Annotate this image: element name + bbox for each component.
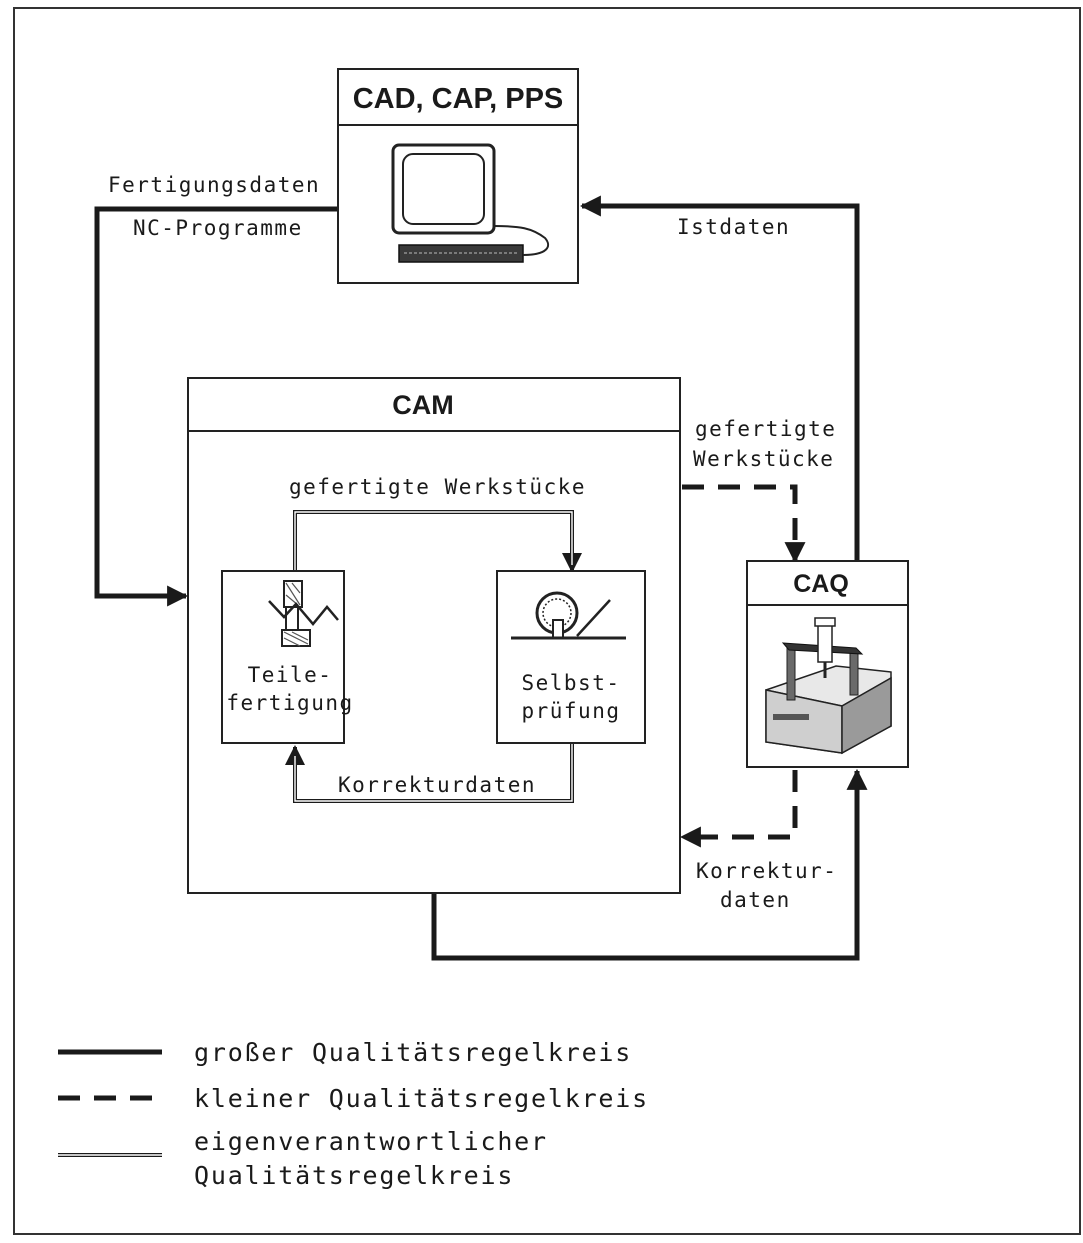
legend-dashed-label: kleiner Qualitätsregelkreis [194,1084,649,1113]
teilefertigung-line1: Teile- [248,663,333,687]
label-istdaten: Istdaten [677,215,790,239]
cam-box-title: CAM [392,390,454,420]
legend-double-label-2: Qualitätsregelkreis [194,1161,514,1190]
arrow-cam-to-caq [431,768,868,961]
cad-cap-pps-box: CAD, CAP, PPS [337,68,579,284]
label-nc-programme: NC-Programme [133,216,303,240]
arrow-caq-to-cam-dashed [679,770,798,848]
legend: großer Qualitätsregelkreis kleiner Quali… [58,1038,649,1190]
selbstpruefung-line1: Selbst- [521,671,620,695]
arrow-cad-to-cam [94,206,338,607]
teilefertigung-line2: fertigung [226,691,353,715]
label-gefertigte-outer-1: gefertigte [695,417,836,441]
arrow-cam-to-caq-dashed [682,484,806,564]
teilefertigung-box: Teile- fertigung [221,570,353,744]
label-korrekturdaten-outer-1: Korrektur- [696,859,837,883]
small-quality-loop [679,484,806,848]
caq-box-title: CAQ [793,570,849,598]
self-responsible-quality-loop [285,510,582,803]
caq-box: CAQ [746,560,909,768]
label-fertigungsdaten: Fertigungsdaten [108,173,320,197]
measuring-gauge-icon [511,591,626,640]
legend-solid-label: großer Qualitätsregelkreis [194,1038,632,1067]
large-quality-loop [94,195,868,961]
label-korrekturdaten-inner: Korrekturdaten [338,773,536,797]
label-gefertigte-outer-2: Werkstücke [693,447,834,471]
cad-box-title: CAD, CAP, PPS [353,83,564,115]
coordinate-measuring-machine-icon [765,617,892,755]
arrow-caq-to-cad [579,195,860,561]
machining-tool-icon [268,580,339,647]
label-gefertigte-inner: gefertigte Werkstücke [289,475,586,499]
selbstpruefung-box: Selbst- prüfung [496,570,646,744]
label-korrekturdaten-outer-2: daten [720,888,791,912]
computer-terminal-icon [391,143,550,263]
legend-double-label-1: eigenverantwortlicher [194,1127,548,1156]
selbstpruefung-line2: prüfung [521,699,620,723]
page-frame [13,7,1081,1235]
